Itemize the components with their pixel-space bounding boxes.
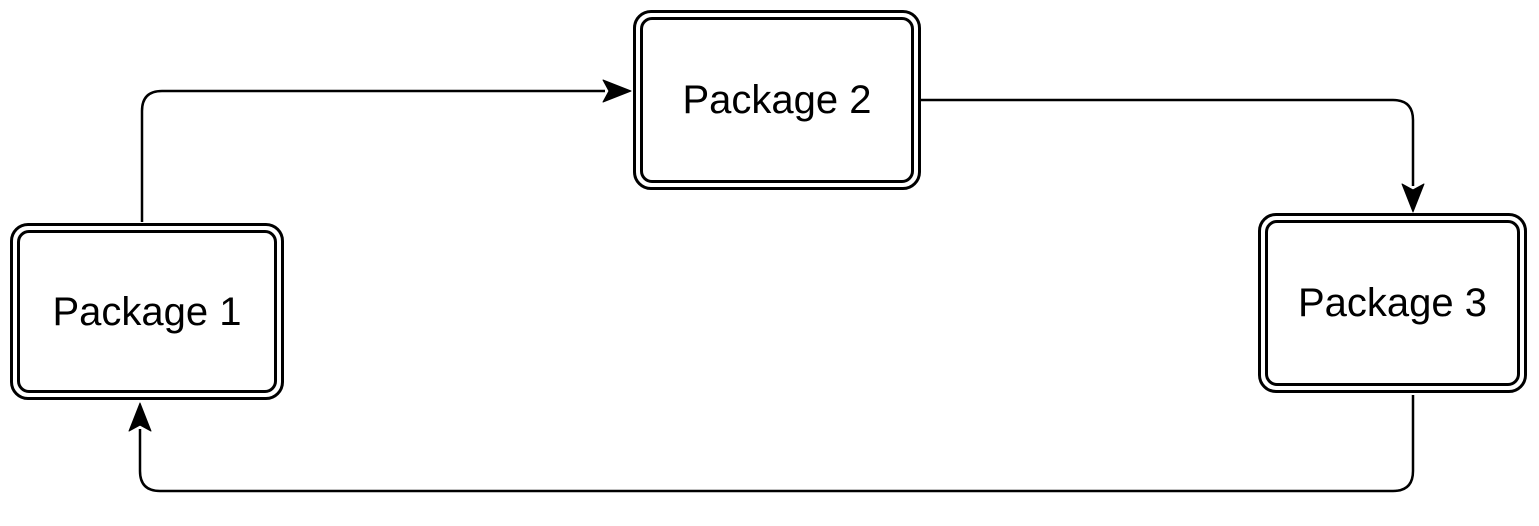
edge-package2-package3[interactable] bbox=[921, 98, 1425, 213]
edge-package3-package1[interactable] bbox=[128, 395, 1415, 493]
edge-package1-package2-arrowhead-icon bbox=[602, 79, 632, 103]
node-package-3-inner-border: Package 3 bbox=[1265, 220, 1520, 386]
node-package-3[interactable]: Package 3 bbox=[1258, 213, 1527, 393]
node-package-2-label: Package 2 bbox=[682, 78, 872, 122]
node-package-1[interactable]: Package 1 bbox=[10, 223, 284, 400]
node-package-1-inner-border: Package 1 bbox=[17, 230, 277, 393]
node-package-1-label: Package 1 bbox=[52, 289, 242, 334]
edge-package1-package2[interactable] bbox=[140, 79, 632, 222]
edge-package1-package2-line[interactable] bbox=[140, 89, 605, 222]
edge-package3-package1-arrowhead-icon bbox=[128, 402, 152, 432]
node-package-2[interactable]: Package 2 bbox=[633, 10, 921, 190]
edge-package2-package3-line[interactable] bbox=[921, 98, 1415, 186]
node-package-3-label: Package 3 bbox=[1297, 281, 1488, 325]
edge-package3-package1-line[interactable] bbox=[138, 395, 1415, 493]
edge-package2-package3-arrowhead-icon bbox=[1401, 183, 1425, 213]
node-package-2-inner-border: Package 2 bbox=[640, 17, 914, 183]
